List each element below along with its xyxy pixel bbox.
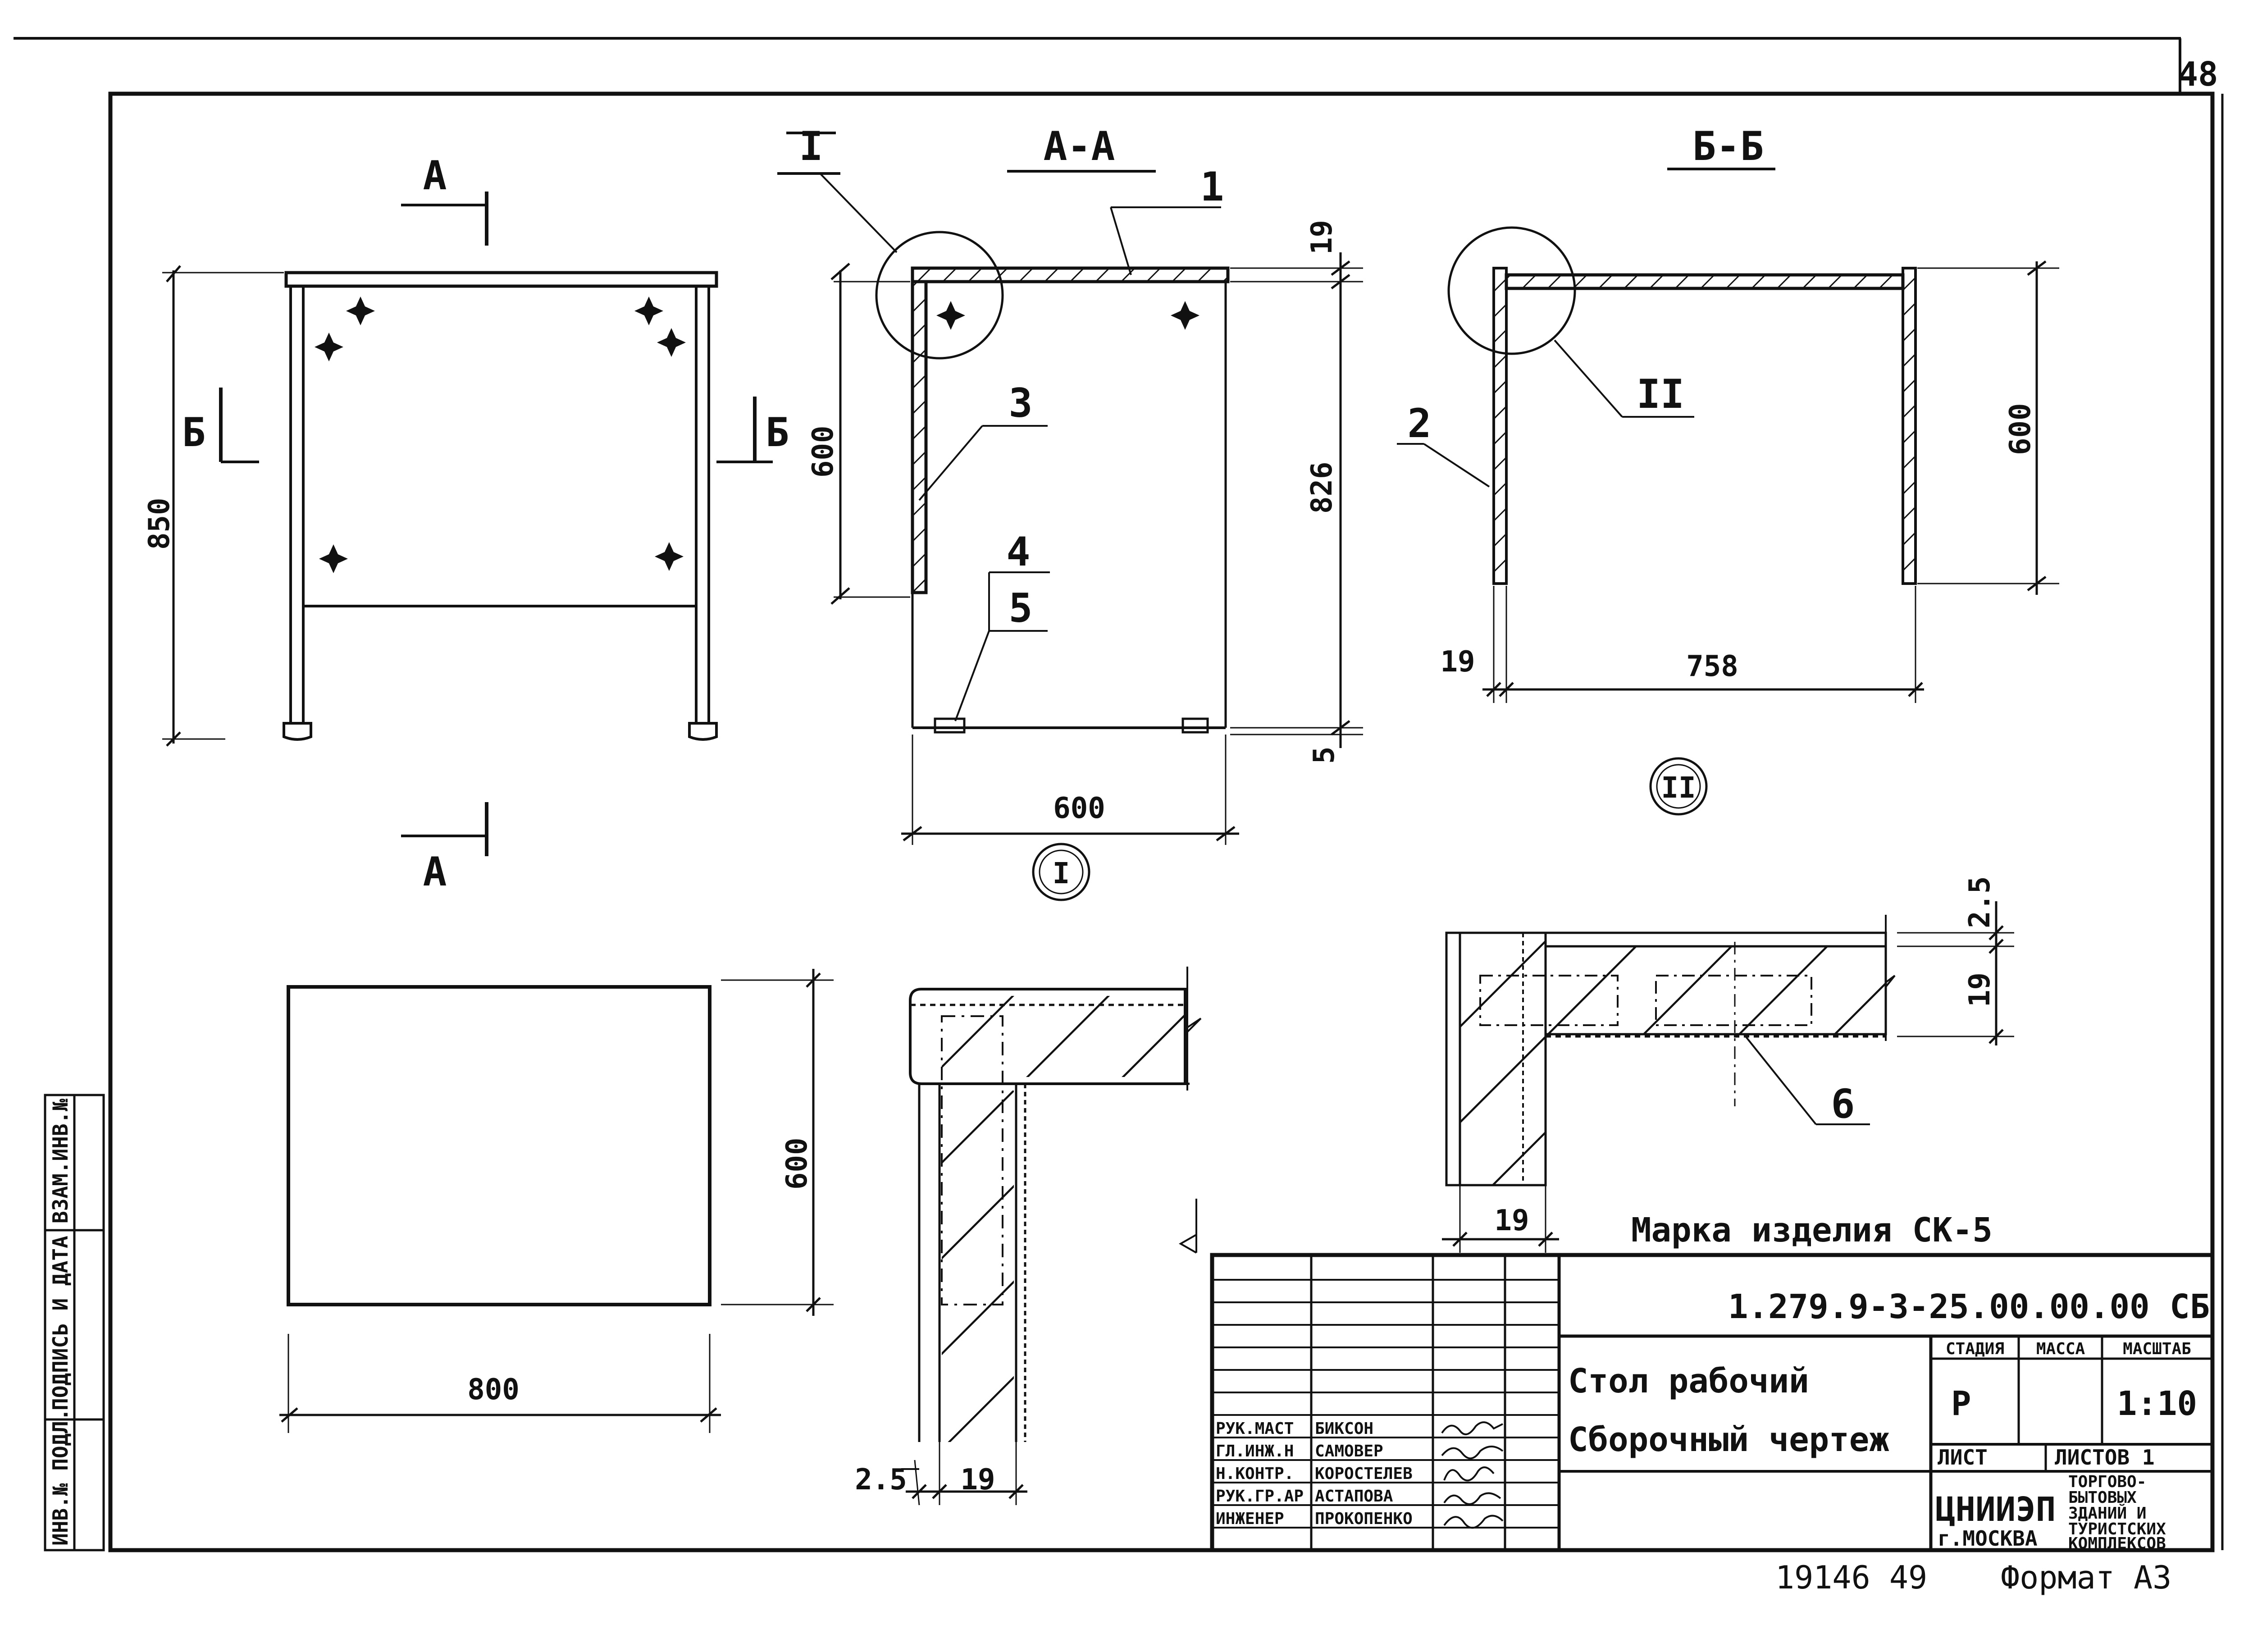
side-stamp-inv: ИНВ.№ ПОДЛ. bbox=[48, 1408, 73, 1546]
dim-aa-height: 826 bbox=[1305, 461, 1339, 514]
title-name-2: Сборочный чертеж bbox=[1568, 1420, 1889, 1459]
role-4: РУК.ГР.АР bbox=[1216, 1487, 1304, 1506]
name-5: ПРОКОПЕНКО bbox=[1315, 1510, 1413, 1528]
detail-2-marker: II bbox=[1661, 771, 1696, 805]
scale-value: 1:10 bbox=[2117, 1384, 2197, 1423]
signatures bbox=[1441, 1421, 1504, 1529]
side-stamp bbox=[44, 1094, 105, 1552]
cut-label-b-right: Б bbox=[766, 409, 789, 456]
name-4: АСТАПОВА bbox=[1315, 1487, 1393, 1506]
callout-2-label: II bbox=[1637, 371, 1684, 417]
org-desc-2: БЫТОВЫХ bbox=[2068, 1488, 2137, 1507]
role-2: ГЛ.ИНЖ.Н bbox=[1216, 1442, 1294, 1460]
dim-aa-bottom: 5 bbox=[1308, 746, 1341, 764]
dim-detail2-c: 19 bbox=[1494, 1204, 1529, 1237]
role-5: ИНЖЕНЕР bbox=[1216, 1510, 1284, 1528]
side-stamp-sign: ПОДПИСЬ И ДАТА bbox=[48, 1236, 73, 1410]
dim-detail1-b: 19 bbox=[960, 1463, 995, 1497]
section-aa bbox=[777, 132, 1363, 901]
page-number: 48 bbox=[2178, 55, 2218, 94]
org-desc-3: ЗДАНИЙ И bbox=[2068, 1504, 2146, 1523]
plan-view bbox=[279, 969, 834, 1433]
cut-label-b-left: Б bbox=[182, 409, 206, 456]
section-aa-bolts bbox=[936, 301, 1199, 330]
pos-5: 5 bbox=[1009, 585, 1033, 631]
product-mark: Марка изделия СК-5 bbox=[1631, 1211, 1993, 1250]
sheets-label: ЛИСТОВ 1 bbox=[2055, 1445, 2155, 1469]
pos-4: 4 bbox=[1007, 529, 1031, 575]
dim-bb-side: 19 bbox=[1440, 645, 1475, 679]
role-1: РУК.МАСТ bbox=[1216, 1419, 1294, 1438]
name-1: БИКСОН bbox=[1315, 1419, 1373, 1438]
pos-6: 6 bbox=[1831, 1081, 1855, 1127]
footer-code: 19146 49 bbox=[1775, 1559, 1927, 1596]
title-name-1: Стол рабочий bbox=[1568, 1362, 1809, 1401]
dim-plan-width: 800 bbox=[467, 1373, 520, 1406]
cut-label-a-bottom: А bbox=[423, 849, 447, 895]
sheet-frame bbox=[14, 37, 2224, 1552]
callout-1-label: I bbox=[799, 123, 823, 169]
dim-detail1-a: 2.5 bbox=[855, 1463, 907, 1497]
stage-header: СТАДИЯ bbox=[1946, 1340, 2004, 1358]
org-name: ЦНИИЭП bbox=[1935, 1490, 2056, 1529]
detail-2 bbox=[1442, 901, 2014, 1253]
side-stamp-vzam: ВЗАМ.ИНВ.№ bbox=[48, 1099, 73, 1223]
org-city: г.МОСКВА bbox=[1938, 1526, 2038, 1551]
section-bb-title: Б-Б bbox=[1692, 123, 1764, 169]
section-aa-title: А-А bbox=[1044, 123, 1115, 169]
front-view-bolts bbox=[315, 297, 686, 573]
sheet-label: ЛИСТ bbox=[1938, 1445, 1988, 1469]
scale-header: МАСШТАБ bbox=[2123, 1340, 2191, 1358]
org-desc-5: КОМПЛЕКСОВ bbox=[2068, 1534, 2166, 1553]
dim-aa-depth: 600 bbox=[1053, 792, 1105, 825]
dim-front-height: 850 bbox=[143, 497, 176, 550]
dim-plan-depth: 600 bbox=[780, 1137, 814, 1190]
dim-detail2-a: 2.5 bbox=[1963, 876, 1997, 928]
dim-aa-top: 19 bbox=[1305, 220, 1339, 255]
role-3: Н.КОНТР. bbox=[1216, 1465, 1294, 1483]
org-desc-4: ТУРИСТСКИХ bbox=[2068, 1520, 2166, 1538]
title-designation: 1.279.9-3-25.00.00.00 СБ bbox=[1728, 1287, 2210, 1326]
dim-bb-height: 600 bbox=[2004, 403, 2037, 455]
pos-1: 1 bbox=[1200, 164, 1224, 210]
title-block bbox=[1210, 1253, 2215, 1552]
detail-1 bbox=[901, 967, 1202, 1506]
pos-3: 3 bbox=[1009, 380, 1033, 426]
section-bb bbox=[1397, 226, 2059, 816]
mass-header: МАССА bbox=[2036, 1340, 2085, 1358]
stage-value: Р bbox=[1951, 1384, 1971, 1423]
detail-1-marker: I bbox=[1053, 857, 1070, 890]
name-3: КОРОСТЕЛЕВ bbox=[1315, 1465, 1413, 1483]
org-desc-1: ТОРГОВО- bbox=[2068, 1473, 2146, 1491]
dim-bb-width: 758 bbox=[1686, 650, 1738, 683]
cut-label-a-top: А bbox=[423, 152, 447, 199]
dim-detail2-b: 19 bbox=[1963, 972, 1997, 1007]
dim-aa-height-upper: 600 bbox=[807, 425, 840, 478]
format-label: Формат А3 bbox=[2001, 1559, 2171, 1596]
name-2: САМОВЕР bbox=[1315, 1442, 1383, 1460]
front-view bbox=[162, 192, 773, 856]
pos-2: 2 bbox=[1408, 400, 1432, 447]
